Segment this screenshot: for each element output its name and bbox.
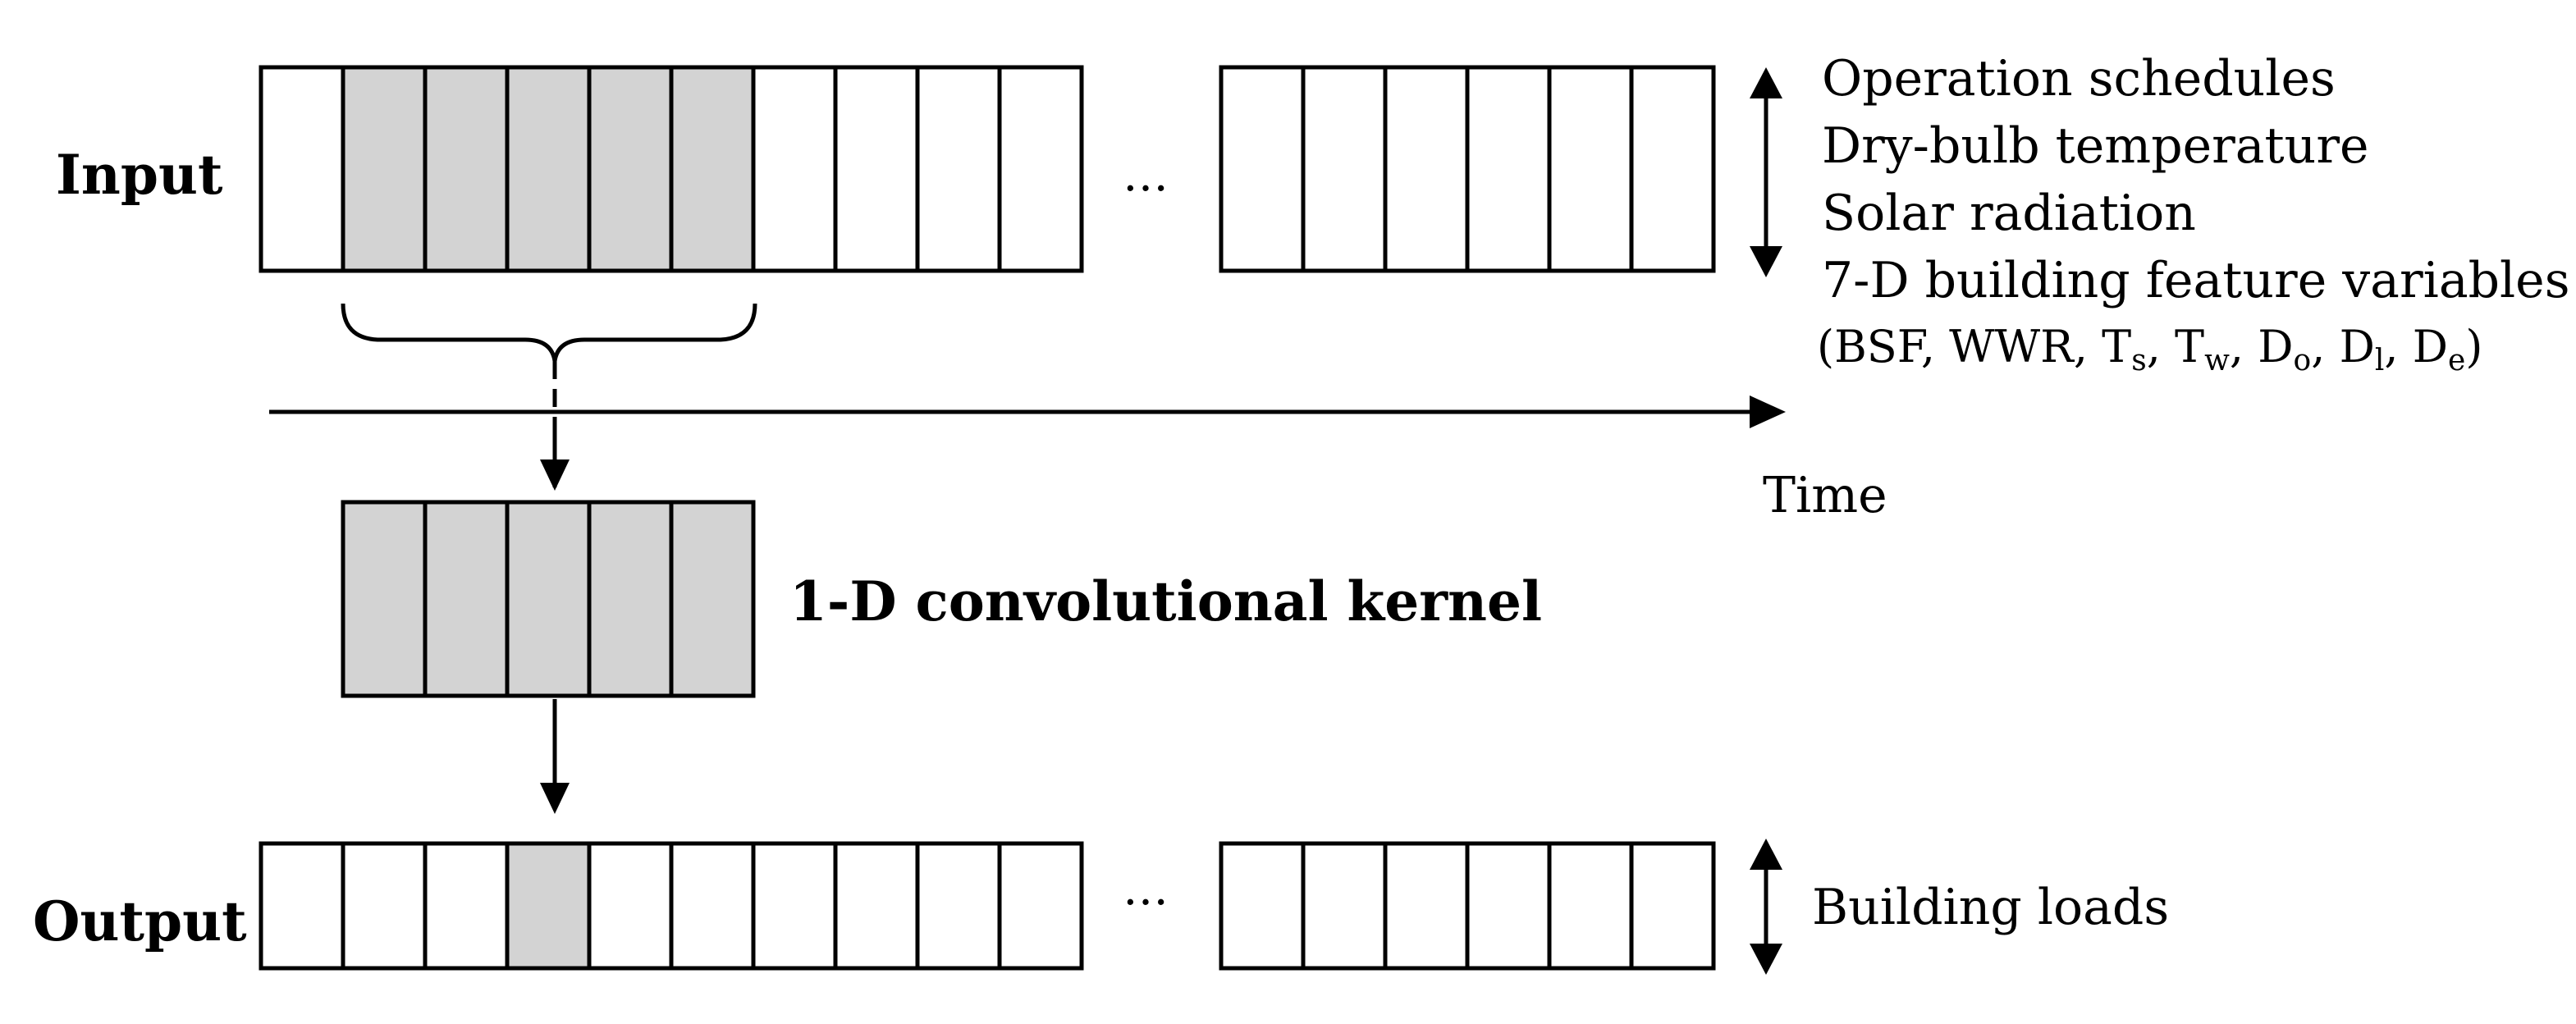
input-right-cell-6 (1629, 65, 1716, 273)
input-right-cell-3 (1383, 65, 1470, 273)
output-right-cell-4 (1465, 841, 1552, 971)
output-double-arrow-top (1750, 839, 1782, 870)
output-right-cell-6 (1629, 841, 1716, 971)
input-double-arrow-bottom (1750, 246, 1782, 277)
input-right-cell-4 (1465, 65, 1552, 273)
input-left-cell-8 (833, 65, 920, 273)
input-right-cell-1 (1219, 65, 1306, 273)
feature-solar-radiation: Solar radiation (1822, 185, 2196, 242)
input-left-cell-5 (587, 65, 674, 273)
input-left-cell-6 (669, 65, 756, 273)
kernel-cell-5 (669, 500, 756, 698)
output-left-cell-1 (259, 841, 345, 971)
output-left-cell-7 (751, 841, 838, 971)
kernel-block (341, 500, 756, 698)
input-left-cell-4 (505, 65, 592, 273)
output-left-cell-8 (833, 841, 920, 971)
input-label: Input (56, 143, 223, 207)
feature-operation-schedules: Operation schedules (1822, 50, 2336, 107)
output-feature-building-loads: Building loads (1812, 879, 2170, 936)
input-left-cell-9 (915, 65, 1002, 273)
output-double-arrow-bottom (1750, 944, 1782, 975)
feature-building-variables: 7-D building feature variables (1822, 252, 2570, 309)
input-right-cell-2 (1301, 65, 1388, 273)
kernel-cell-3 (505, 500, 592, 698)
output-right-cell-2 (1301, 841, 1388, 971)
output-left-cell-10 (997, 841, 1084, 971)
output-left-cell-9 (915, 841, 1002, 971)
output-ellipsis: … (1123, 862, 1174, 916)
time-axis-label: Time (1763, 467, 1887, 524)
output-left-cell-4 (505, 841, 592, 971)
kernel-cell-1 (341, 500, 428, 698)
output-right-cell-1 (1219, 841, 1306, 971)
output-left-cell-5 (587, 841, 674, 971)
output-right-cell-5 (1547, 841, 1634, 971)
feature-dry-bulb-temperature: Dry-bulb temperature (1822, 117, 2369, 175)
arrow-to-output-head (540, 783, 570, 814)
input-left-cell-7 (751, 65, 838, 273)
feature-variable-list: (BSF, WWR, Ts, Tw, Do, Dl, De) (1817, 321, 2483, 377)
time-axis-arrowhead (1750, 395, 1786, 428)
kernel-label: 1-D convolutional kernel (789, 569, 1543, 633)
arrow-to-kernel-head (540, 459, 570, 491)
input-left-cell-2 (341, 65, 428, 273)
kernel-cell-2 (423, 500, 510, 698)
input-sequence-right (1219, 65, 1716, 273)
input-left-cell-1 (259, 65, 345, 273)
output-sequence-left (259, 841, 1084, 971)
input-double-arrow-top (1750, 67, 1782, 98)
input-ellipsis: … (1123, 149, 1174, 202)
output-label: Output (33, 889, 247, 953)
output-left-cell-2 (341, 841, 428, 971)
output-left-cell-3 (423, 841, 510, 971)
kernel-cell-4 (587, 500, 674, 698)
output-right-cell-3 (1383, 841, 1470, 971)
input-left-cell-3 (423, 65, 510, 273)
input-sequence-left (259, 65, 1084, 273)
output-sequence-right (1219, 841, 1716, 971)
input-left-cell-10 (997, 65, 1084, 273)
output-left-cell-6 (669, 841, 756, 971)
input-right-cell-5 (1547, 65, 1634, 273)
kernel-window-brace (341, 303, 757, 362)
